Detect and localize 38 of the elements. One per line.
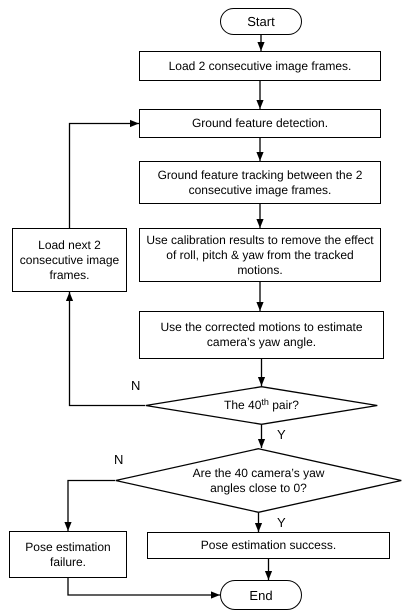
arrow [264, 559, 272, 580]
arrow [257, 35, 265, 51]
step-label: Use calibration results to remove the effect of roll, pitch & yaw from the tracked motions. [145, 232, 375, 278]
edge-label: Y [276, 515, 287, 530]
process-box [139, 311, 384, 359]
arrow [256, 282, 264, 311]
step-label: Pose estimation failure. [24, 540, 112, 570]
arrow [256, 204, 264, 228]
step-label: Load next 2 consecutive image frames. [18, 238, 120, 282]
arrow [68, 120, 139, 228]
edge-label: N [130, 378, 142, 393]
terminal-box [220, 8, 302, 35]
arrow [258, 359, 266, 386]
step-label: Ground feature tracking between the 2 consecutive image frames. [156, 168, 364, 198]
terminal-box [220, 580, 302, 610]
step-label: End [249, 588, 273, 602]
edge-label: Y [276, 427, 287, 442]
process-box [139, 161, 381, 204]
step-label: Load 2 consecutive image frames. [168, 58, 352, 74]
arrow [258, 425, 266, 448]
step-label: Are the 40 camera’s yaw angles close to 0? [192, 466, 326, 496]
arrow [256, 81, 264, 109]
arrow [256, 138, 264, 161]
process-box [9, 531, 127, 578]
process-box [139, 228, 381, 282]
arrow [67, 578, 220, 599]
step-label: The 40$^{th}$ pair? [224, 398, 299, 413]
arrow [66, 292, 145, 406]
step-label: Start [247, 14, 275, 29]
process-box [12, 228, 127, 292]
process-box [139, 51, 381, 81]
arrow [64, 480, 115, 531]
step-label: Pose estimation success. [200, 538, 336, 553]
process-box [147, 532, 390, 559]
arrow [254, 513, 262, 532]
step-label: Ground feature detection. [192, 116, 328, 131]
process-box [139, 109, 381, 138]
step-label: Use the corrected motions to estimate camera’s yaw angle. [159, 320, 364, 350]
